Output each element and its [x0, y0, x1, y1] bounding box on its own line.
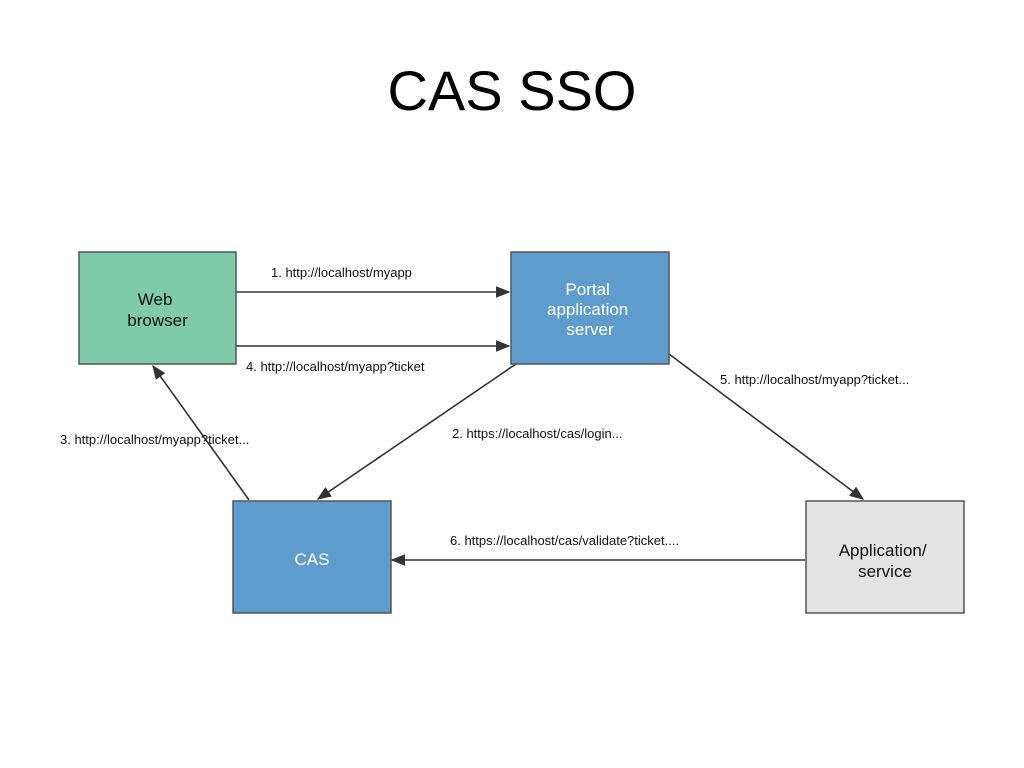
edge-labels: 1. http://localhost/myapp 4. http://loca…: [60, 265, 909, 548]
app-service-label-line-1: Application/: [839, 541, 927, 560]
edge-3-label: 3. http://localhost/myapp?ticket...: [60, 432, 249, 447]
app-service-box: [805, 500, 965, 614]
page-title: CAS SSO: [387, 59, 637, 122]
edge-2-label: 2. https://localhost/cas/login...: [452, 426, 623, 441]
app-service-label-line-2: service: [858, 562, 912, 581]
portal-label-line-1: Portal: [565, 280, 609, 299]
cas-label-line-1: CAS: [295, 550, 330, 569]
edge-5-line: [668, 353, 865, 500]
portal-label-line-2: application: [547, 300, 628, 319]
portal-box: [510, 251, 670, 365]
node-web-browser: Web browser: [78, 251, 237, 365]
edge-2-line: [316, 363, 517, 500]
node-cas: CAS: [232, 500, 392, 614]
web-browser-label-line-2: browser: [127, 311, 188, 330]
edges: [152, 286, 865, 566]
node-application-service: Application/ service: [805, 500, 965, 614]
edge-4-label: 4. http://localhost/myapp?ticket: [246, 359, 425, 374]
app-service-label: Application/ service: [839, 541, 932, 581]
node-portal-application-server: Portal application server: [510, 251, 670, 365]
cas-label: CAS: [295, 550, 330, 569]
web-browser-label-line-1: Web: [138, 290, 173, 309]
portal-label: Portal application server: [547, 280, 633, 339]
cas-box: [232, 500, 392, 614]
edge-5-label: 5. http://localhost/myapp?ticket...: [720, 372, 909, 387]
edge-6-label: 6. https://localhost/cas/validate?ticket…: [450, 533, 679, 548]
portal-label-line-3: server: [566, 320, 614, 339]
edge-3-line: [152, 364, 250, 501]
web-browser-label: Web browser: [127, 290, 188, 330]
web-browser-box: [78, 251, 237, 365]
edge-1-label: 1. http://localhost/myapp: [271, 265, 412, 280]
